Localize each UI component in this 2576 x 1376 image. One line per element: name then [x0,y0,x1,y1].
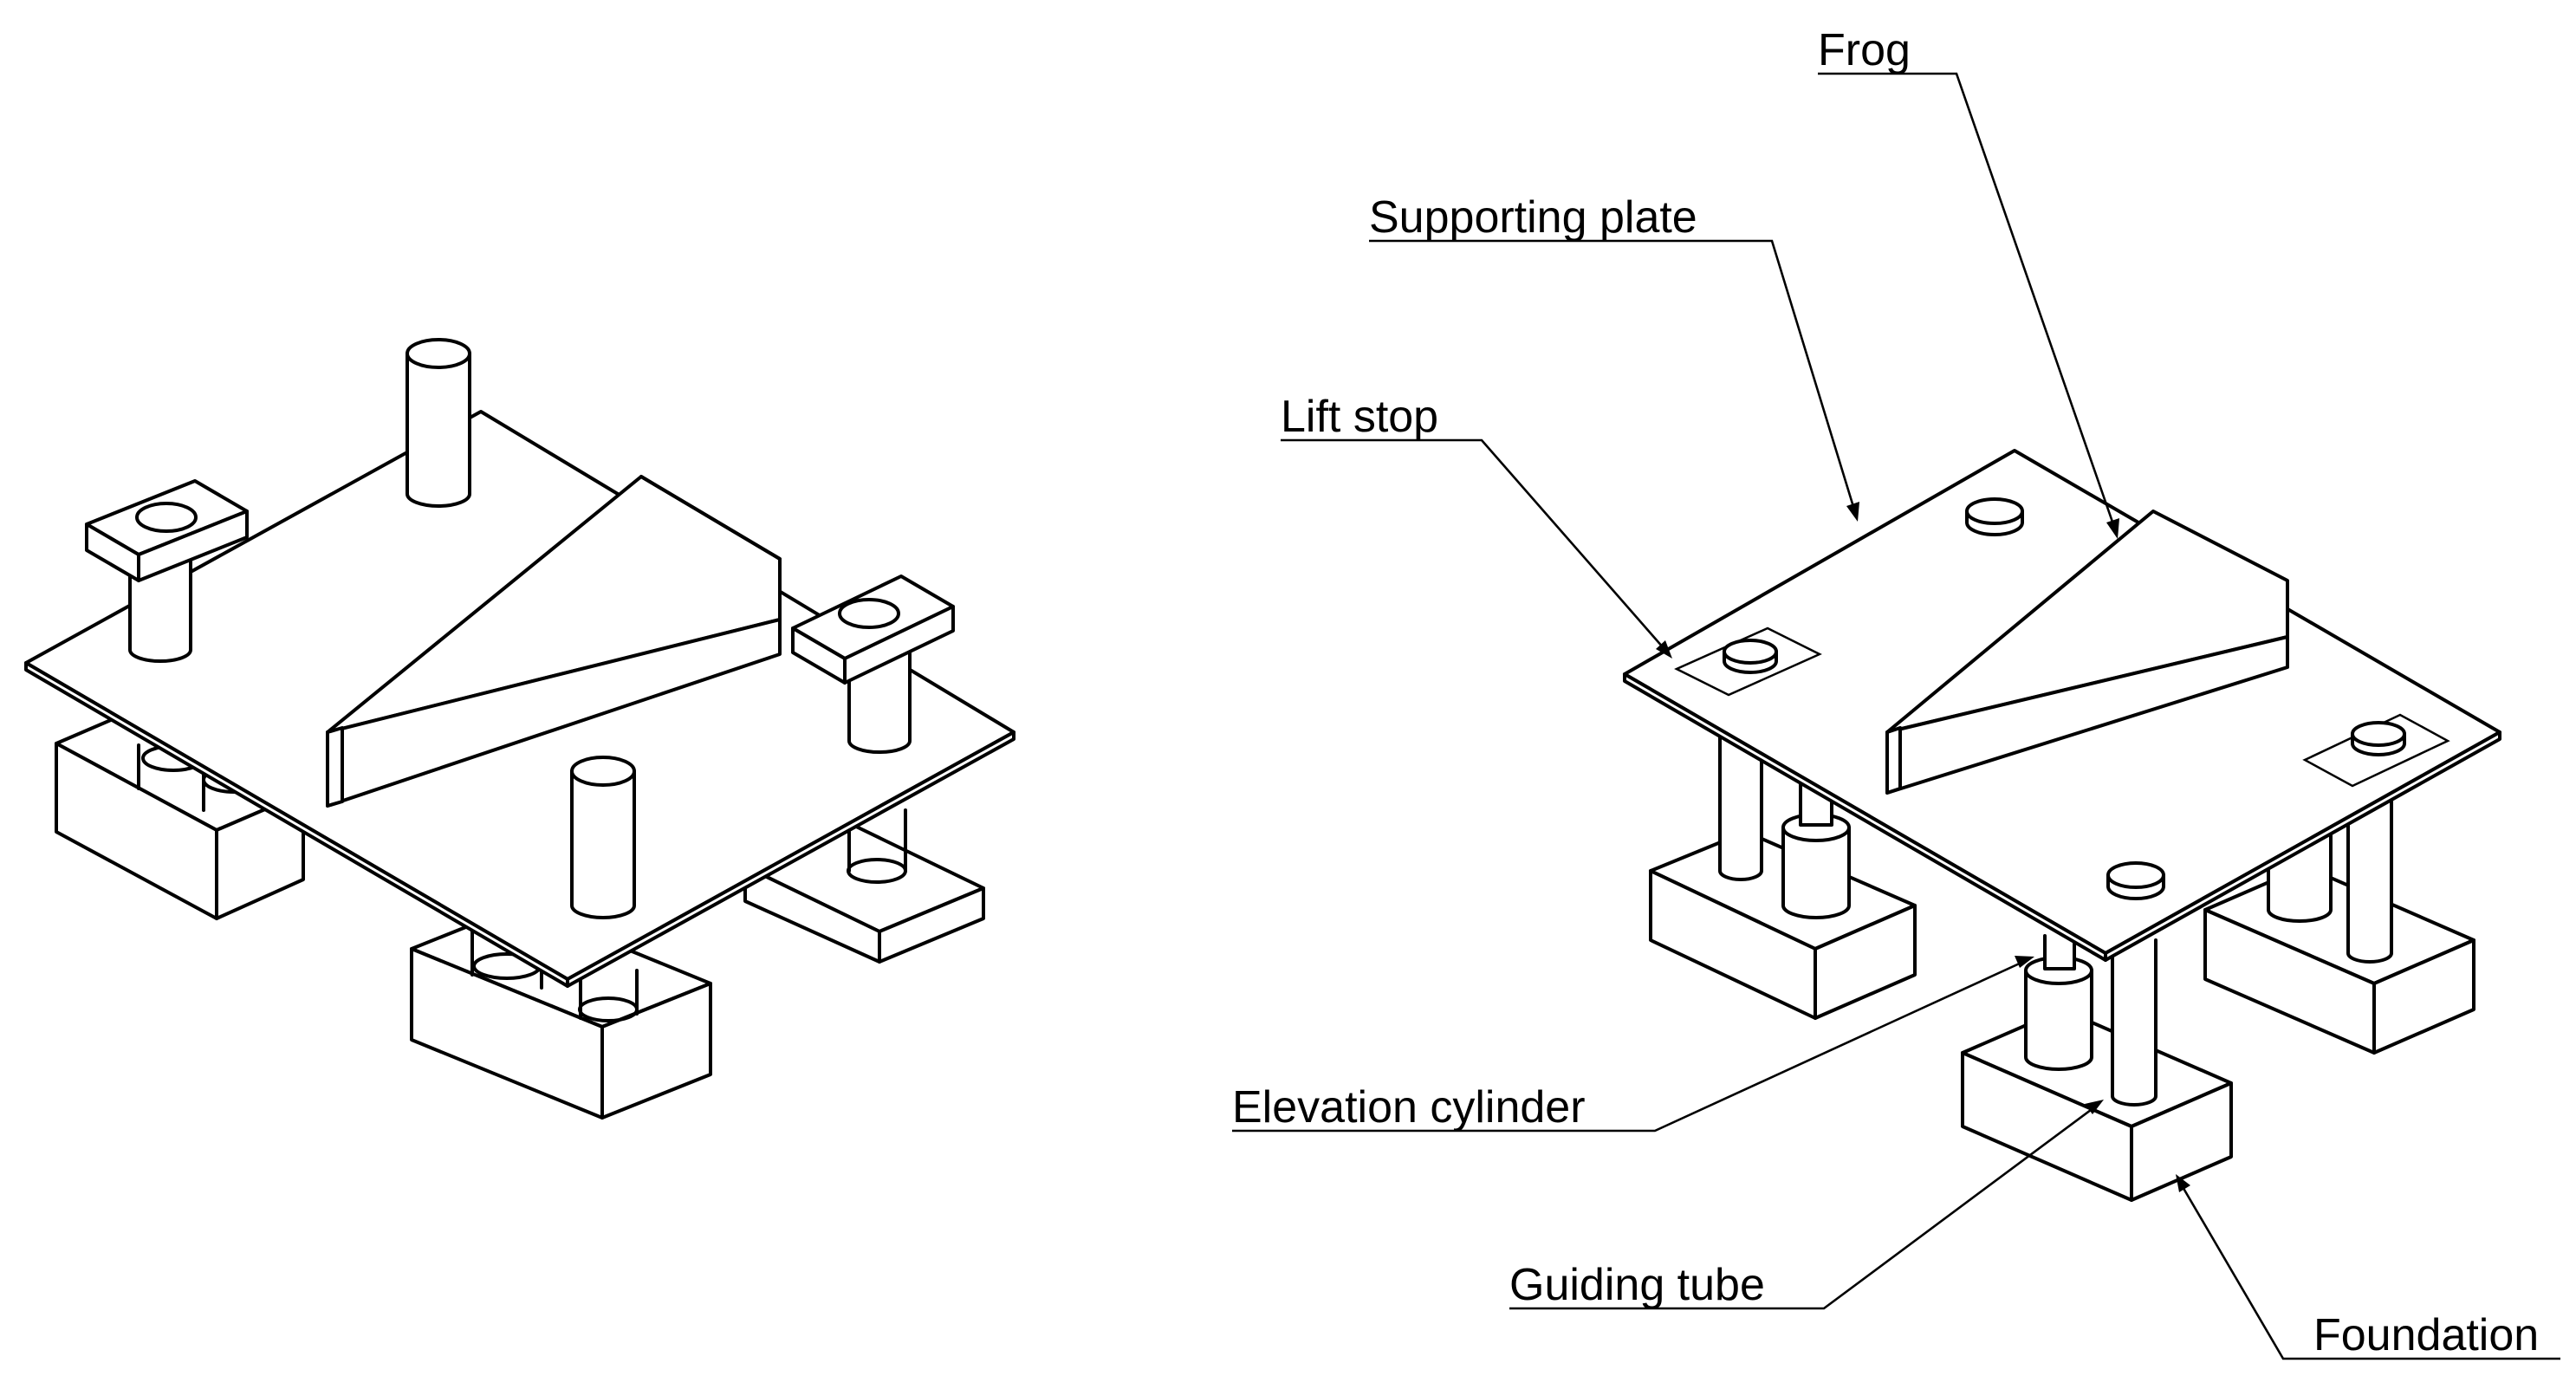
label-lift-stop: Lift stop [1281,392,1438,442]
left-frog [326,475,782,808]
right-foundation-right [2203,782,2475,1055]
label-guiding-tube: Guiding tube [1509,1260,1765,1310]
label-frog: Frog [1818,25,1911,75]
foundation-leader [2176,1174,2560,1360]
right-lift-stop-left [1674,626,1822,697]
label-foundation: Foundation [2313,1310,2539,1360]
supporting-plate-leader [1369,239,1859,522]
label-elevation-cylinder: Elevation cylinder [1232,1082,1586,1133]
labels: Frog Supporting plate Lift stop Elevatio… [1232,25,2539,1360]
right-foundation-front [1961,934,2233,1202]
right-foundation-left [1649,722,1917,1020]
right-lift-stop-right [2302,713,2450,788]
frog-leader [1818,72,2119,539]
elevation-cylinder-leader [1232,956,2034,1133]
left-assembly [24,338,1015,1120]
left-front-cylinder [570,756,636,919]
right-assembly [1623,449,2501,1202]
leader-lines [1232,72,2560,1360]
lift-stop-leader [1281,438,1672,659]
right-pin-front [2106,861,2165,900]
right-frog [1885,510,2289,795]
right-pin-back [1965,497,2024,536]
guiding-tube-leader [1509,1100,2104,1310]
left-lift-stop-left [85,479,249,582]
left-supporting-plate [24,410,1015,988]
label-supporting-plate: Supporting plate [1369,192,1697,243]
left-lift-stop-right [791,574,955,685]
left-back-cylinder [406,338,471,508]
